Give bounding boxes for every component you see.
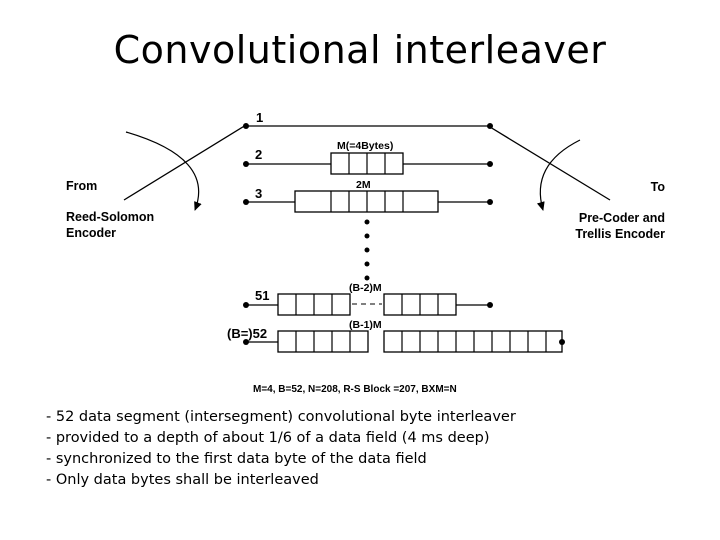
delay-label-b-minus-2-m: (B-2)M	[349, 282, 382, 294]
label-pre-coder: Pre-Coder and	[579, 211, 665, 225]
label-trellis-encoder: Trellis Encoder	[575, 227, 665, 241]
input-line	[123, 124, 247, 201]
label-encoder: Encoder	[66, 226, 116, 240]
branch-label-51: 51	[255, 288, 269, 303]
delay-block-b-minus-1-left	[277, 330, 369, 353]
ellipsis-dot	[364, 233, 370, 239]
branch-52-right-node	[559, 339, 565, 345]
slide-title: Convolutional interleaver	[113, 28, 607, 72]
ellipsis-dot	[364, 275, 370, 281]
left-commutator-arrow	[125, 131, 202, 211]
parameters-caption: M=4, B=52, N=208, R-S Block =207, BXM=N	[253, 384, 457, 395]
bullet-item: - Only data bytes shall be interleaved	[46, 472, 319, 488]
branch-label-3: 3	[255, 186, 262, 201]
branch-label-2: 2	[255, 147, 262, 162]
branch-1-left-node	[243, 123, 249, 129]
delay-label-2m: 2M	[356, 179, 371, 191]
label-from: From	[66, 179, 97, 193]
interleaver-diagram: From Reed-Solomon Encoder To Pre-Coder a…	[66, 110, 666, 395]
branch-52-left-node	[243, 339, 249, 345]
bullet-item: - provided to a depth of about 1/6 of a …	[46, 430, 490, 446]
branch-label-52: (B=)52	[227, 326, 267, 341]
branch-1-right-node	[487, 123, 493, 129]
right-commutator-arrow	[536, 139, 581, 211]
bullet-item: - synchronized to the first data byte of…	[46, 451, 427, 467]
bullet-list: - 52 data segment (intersegment) convolu…	[46, 407, 516, 491]
branch-3-left-node	[243, 199, 249, 205]
output-line	[489, 126, 611, 201]
branch-51-left-node	[243, 302, 249, 308]
branch-3-right-node	[487, 199, 493, 205]
delay-block-b-minus-1-right	[383, 330, 563, 353]
label-reed-solomon: Reed-Solomon	[66, 210, 154, 224]
delay-label-b-minus-1-m: (B-1)M	[349, 319, 382, 331]
ellipsis-dot	[364, 219, 370, 225]
branch-2-left-node	[243, 161, 249, 167]
bullet-item: - 52 data segment (intersegment) convolu…	[46, 409, 516, 425]
ellipsis-dot	[364, 261, 370, 267]
branch-51-right-node	[487, 302, 493, 308]
ellipsis-dot	[364, 247, 370, 253]
branch-label-1: 1	[256, 110, 263, 125]
label-to: To	[651, 180, 666, 194]
branch-2-right-node	[487, 161, 493, 167]
delay-label-m: M(=4Bytes)	[337, 140, 393, 152]
